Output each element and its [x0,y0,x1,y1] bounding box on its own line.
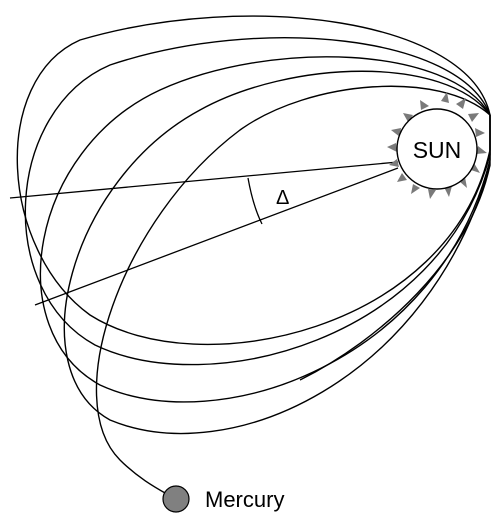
mercury: Mercury [163,486,284,512]
mercury-planet [163,486,189,512]
major-axes [10,162,398,305]
precession-angle-arc [248,178,262,224]
orbit-group [17,16,490,497]
major-axis-line-2 [35,168,398,305]
sun: SUN [387,92,487,199]
angle-label: Δ [276,187,289,209]
major-axis-line-1 [10,162,398,198]
sun-label: SUN [413,137,462,163]
mercury-label: Mercury [205,487,284,512]
orbit-ellipse-5-return [300,165,490,380]
